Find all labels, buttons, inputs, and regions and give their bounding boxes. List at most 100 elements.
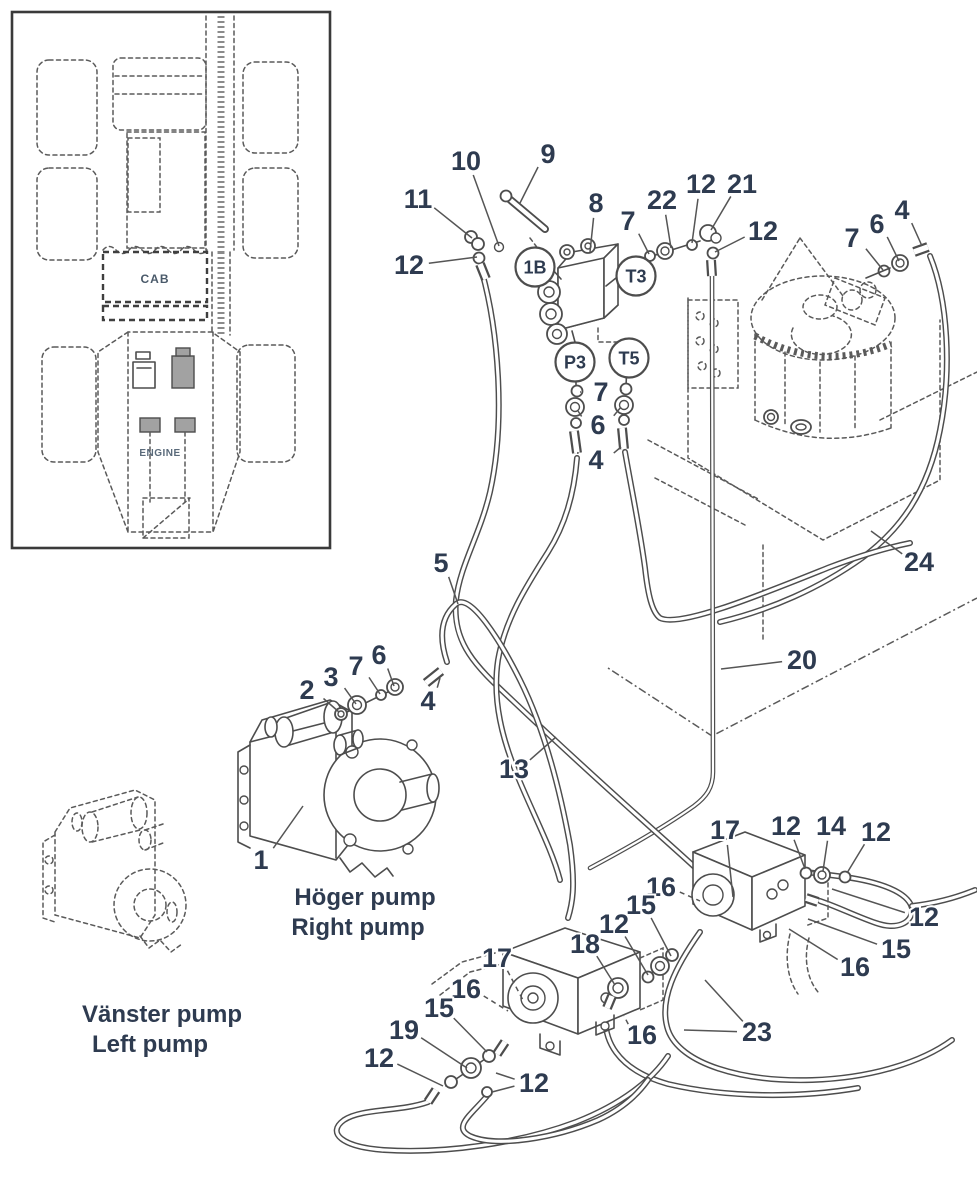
callout-4-24: 4 [420,686,435,716]
callout-2-20: 2 [299,675,314,705]
wheel-outline [36,59,98,156]
callout-23-44: 23 [742,1017,772,1047]
callout-leader-23 [683,1029,738,1033]
callout-leader-7 [638,233,650,255]
callout-18-36: 18 [570,929,600,959]
callout-16-43: 16 [627,1020,657,1050]
wheel-outline [36,167,98,261]
hoses [333,253,977,1154]
callout-leader-14 [822,840,829,872]
left-pump-caption-en: Left pump [92,1031,208,1058]
hose-24 [718,254,949,624]
callout-leader-12 [396,1063,444,1087]
callout-4-12: 4 [894,195,909,225]
port-circle-T3 [615,255,657,297]
port-circle-T5 [608,337,650,379]
callout-leader-7 [368,676,381,695]
callout-22-6: 22 [647,185,677,215]
callout-leader-17 [726,844,734,898]
valve-symbol [132,361,156,389]
callout-leader-16 [788,928,839,961]
right-pump-illustration [237,667,445,878]
callout-leader-13 [529,736,557,761]
callout-20-18: 20 [787,645,817,675]
hose-t5-to-tank [623,450,912,622]
callout-10-1: 10 [451,146,481,176]
callout-leader-4 [613,446,622,454]
callout-leader-16 [679,891,701,902]
hose-t5-to-tank [622,449,913,623]
callout-3-21: 3 [323,662,338,692]
callout-13-19: 13 [499,754,529,784]
callout-12-42: 12 [519,1068,549,1098]
hose-right-exit [910,888,977,908]
callout-leader-6 [577,410,583,417]
port-circle-1B [514,246,556,288]
port-label-T5: T5 [618,349,639,369]
wheel-outline [242,61,299,154]
callout-leader-10 [472,174,500,247]
callout-19-40: 19 [389,1015,419,1045]
wheel-outline [41,346,97,463]
right-pump-caption-sv: Höger pump [294,884,435,911]
cab-outline [101,250,209,304]
callout-leader-12 [691,198,699,244]
port-T3: T3 [615,255,657,297]
callout-leader-22 [664,214,672,249]
callout-12-35: 12 [599,909,629,939]
callout-4-15: 4 [588,445,603,475]
callout-leader-9 [519,166,539,204]
port-label-1B: 1B [523,258,546,278]
callout-leader-12 [495,1072,515,1080]
callout-8-4: 8 [588,188,603,218]
callout-12-7: 12 [686,169,716,199]
callout-16-32: 16 [840,952,870,982]
callout-leader-6 [613,406,622,417]
hose-5 [440,600,575,920]
hose-23a [663,930,954,1082]
wheel-outline [242,167,299,259]
callout-leader-18 [596,955,616,986]
pump-location-symbol [139,417,161,433]
port-1B: 1B [514,246,556,288]
callout-7-13: 7 [593,377,608,407]
left-valve-block [423,927,664,1105]
port-T5: T5 [608,337,650,379]
callout-9-2: 9 [540,139,555,169]
callout-leader-12 [624,936,649,976]
callout-24-17: 24 [904,547,934,577]
engine-label: ENGINE [139,448,180,459]
hose-19a [335,1054,670,1153]
callout-leader-16 [483,995,509,1012]
callout-leader-15 [453,1017,488,1053]
callout-leader-24 [870,530,903,555]
hose-13 [454,270,702,874]
hose-p3 [494,456,579,882]
pipe-20 [588,264,715,870]
callout-leader-1 [272,805,304,849]
callout-leader-19 [420,1037,468,1069]
pump-location-symbol [174,417,196,433]
callout-leader-15 [650,917,672,957]
callout-leader-16 [623,1015,629,1025]
inset-vehicle-top-view: CAB ENGINE [10,10,332,550]
hose-19b [461,1078,650,1143]
frame-reference-line [711,597,977,737]
callout-12-3: 12 [394,250,424,280]
callout-21-8: 21 [727,169,757,199]
callout-leader-21 [710,196,732,231]
callout-leader-23 [704,979,744,1022]
callout-leader-17 [506,970,525,1003]
callout-leader-6 [886,236,900,262]
callout-leader-8 [589,217,595,253]
callout-leader-3 [343,687,357,705]
callout-14-28: 14 [816,811,846,841]
port-label-T3: T3 [625,267,646,287]
port-circle-P3 [554,341,596,383]
callout-6-11: 6 [869,209,884,239]
callout-7-5: 7 [620,206,635,236]
callout-1-25: 1 [253,845,268,875]
